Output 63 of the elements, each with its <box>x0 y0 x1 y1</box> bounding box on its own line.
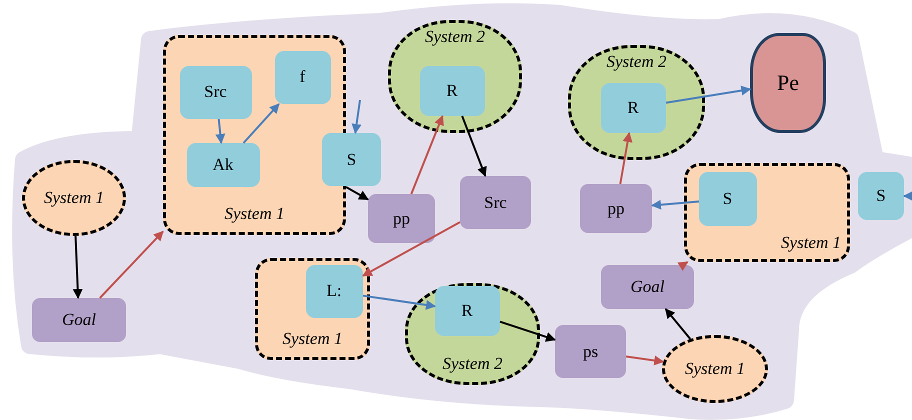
node-label: pp <box>608 198 624 218</box>
node-label: Pe <box>777 70 799 96</box>
arrow <box>903 191 912 201</box>
rounded-box <box>580 184 652 233</box>
node-label: ps <box>582 342 598 362</box>
arrow <box>677 261 688 271</box>
arrow <box>410 115 444 194</box>
rounded-box <box>186 142 260 186</box>
arrow <box>651 200 700 210</box>
arrow <box>666 86 752 104</box>
arrow <box>362 294 436 310</box>
rounded-box <box>600 82 666 132</box>
rounded-box <box>420 66 484 116</box>
node-label: S <box>346 150 356 170</box>
arrow <box>242 103 280 144</box>
node-label: System 2 <box>606 52 666 72</box>
blob-shape <box>750 33 826 133</box>
node-label: f <box>300 67 306 87</box>
node-label: System 1 <box>781 233 841 253</box>
arrow <box>72 236 83 299</box>
rounded-box <box>460 176 531 229</box>
node-label: S <box>876 186 886 206</box>
dashed-group-box <box>255 258 370 360</box>
arrow <box>664 308 692 340</box>
node-label: Goal <box>62 310 96 330</box>
node-label: System 1 <box>685 359 745 379</box>
arrow <box>346 186 369 200</box>
node-label: System 2 <box>425 27 485 47</box>
rounded-box <box>274 50 330 104</box>
arrow <box>352 100 362 134</box>
node-label: Src <box>484 192 507 212</box>
arrow <box>215 118 226 144</box>
rounded-box <box>322 133 381 186</box>
arrow <box>362 221 460 277</box>
rounded-box <box>601 265 694 309</box>
rounded-box <box>434 286 500 336</box>
dashed-group-box <box>684 163 850 262</box>
rounded-box <box>698 172 756 226</box>
rounded-box <box>32 298 126 342</box>
rounded-box <box>306 264 362 318</box>
node-label: L: <box>326 281 342 301</box>
node-label: R <box>627 98 639 118</box>
arrow <box>500 320 556 342</box>
node-label: System 1 <box>282 329 342 349</box>
rounded-box <box>368 194 435 243</box>
arrow <box>626 356 664 366</box>
arrow <box>99 230 164 299</box>
node-label: S <box>722 188 732 208</box>
dashed-group-box <box>163 35 346 235</box>
arrow <box>461 116 487 177</box>
node-label: System 2 <box>442 354 502 374</box>
node-label: Src <box>204 82 227 102</box>
node-label: Ak <box>212 154 234 174</box>
rounded-box <box>555 325 626 378</box>
rounded-box <box>858 172 904 220</box>
rounded-box <box>180 66 252 118</box>
node-label: R <box>446 80 458 100</box>
node-label: System 1 <box>224 204 284 224</box>
arrow <box>619 132 633 184</box>
node-label: System 1 <box>44 188 104 208</box>
node-label: pp <box>393 208 410 228</box>
node-label: R <box>461 300 473 320</box>
node-label: Goal <box>630 277 664 297</box>
